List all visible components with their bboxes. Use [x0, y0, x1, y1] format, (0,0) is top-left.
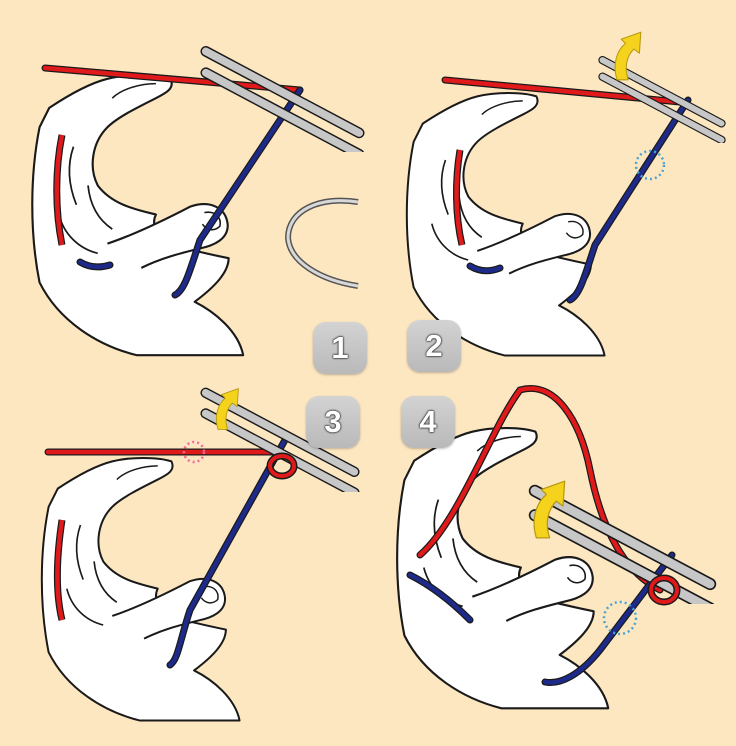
- hand-icon: [40, 456, 241, 722]
- hand-icon: [396, 426, 610, 710]
- dotted-circle-icon: [634, 149, 666, 181]
- panel-4: [396, 385, 710, 710]
- step-number-1: 1: [313, 322, 367, 374]
- dotted-circle-icon: [602, 600, 638, 636]
- panel-3: [40, 389, 355, 722]
- step-number-4: 4: [401, 396, 455, 448]
- step-number-3: 3: [306, 396, 360, 448]
- panel-1: [30, 51, 360, 360]
- step-number-2: 2: [407, 320, 461, 372]
- panel-2: [405, 31, 722, 357]
- dotted-circle-icon: [182, 440, 206, 464]
- hand-icon: [405, 91, 606, 357]
